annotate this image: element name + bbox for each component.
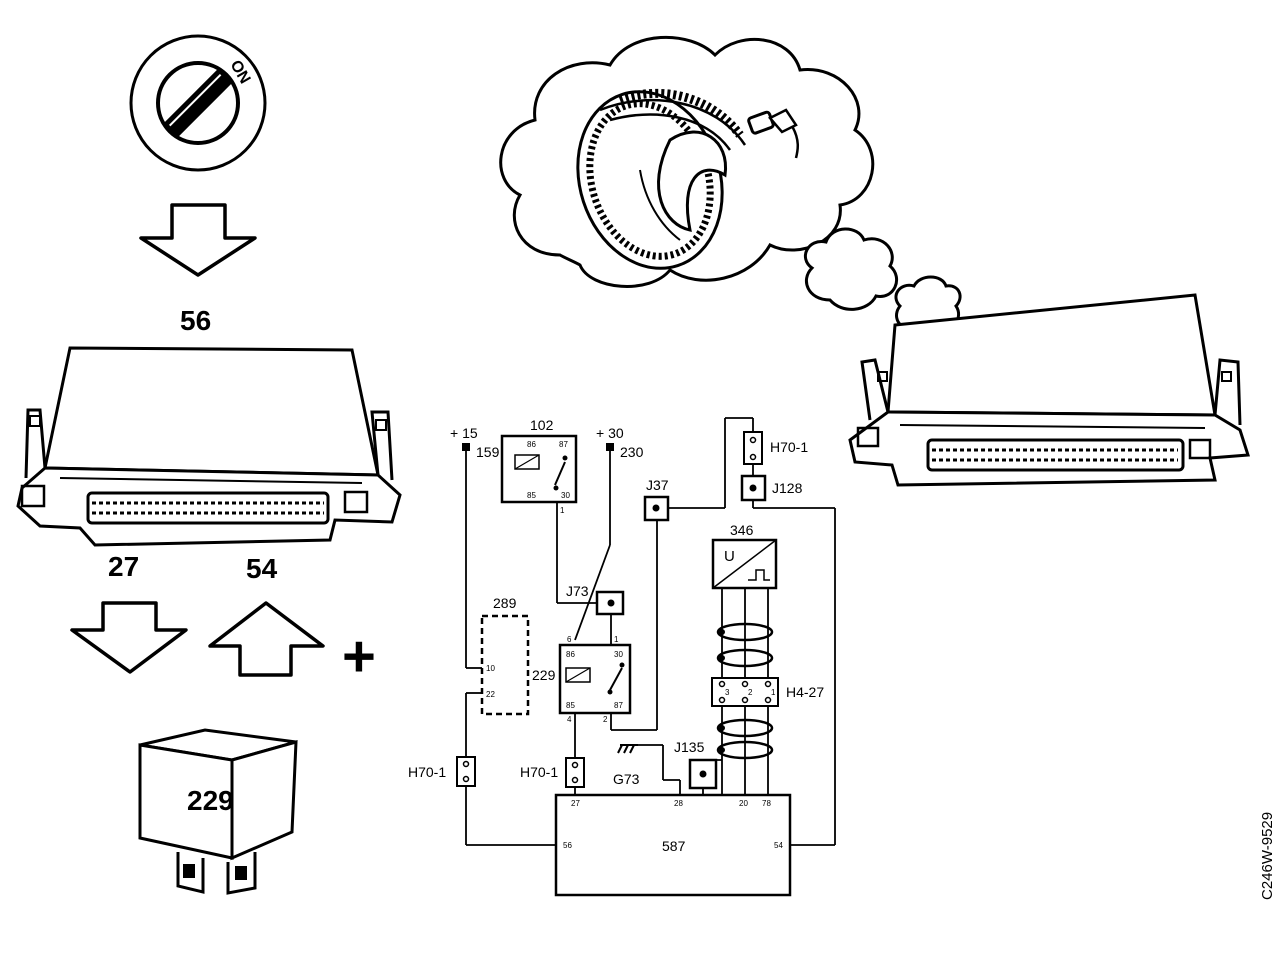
ecu-587-pin: 54 <box>774 841 783 850</box>
connector-h70-1-top <box>743 431 763 465</box>
junction-j73-label: J73 <box>566 583 589 599</box>
ecu-587-pin: 56 <box>563 841 572 850</box>
h4-pin: 1 <box>771 688 776 697</box>
module-289-pin: 22 <box>486 690 495 699</box>
relay-229-pin: 87 <box>614 701 623 710</box>
supply-30-wire: 230 <box>620 444 644 460</box>
shield-loops <box>716 622 774 760</box>
figure-code-label: C246W-9529 <box>1259 812 1276 900</box>
output-pin-54-label: 54 <box>246 553 278 584</box>
terminal-15 <box>462 443 470 451</box>
relay-229-label: 229 <box>532 667 556 683</box>
thought-cloud <box>499 35 962 338</box>
output-pin-27-label: 27 <box>108 551 139 582</box>
up-arrow-icon <box>208 601 325 677</box>
connector-h70-1-label: H70-1 <box>770 439 808 455</box>
connector-h70-1-label: H70-1 <box>408 764 446 780</box>
ecu-587-pin: 78 <box>762 799 771 808</box>
h4-pin: 3 <box>725 688 730 697</box>
relay-229 <box>558 643 632 715</box>
relay-229-pin: 86 <box>566 650 575 659</box>
module-289 <box>480 614 530 716</box>
connector-h4-27 <box>711 677 779 707</box>
relay-229-wire: 2 <box>603 715 608 724</box>
relay-229-wire: 4 <box>567 715 572 724</box>
ecu-587-pin: 20 <box>739 799 748 808</box>
sensor-346-label: 346 <box>730 522 754 538</box>
relay-229-wire: 6 <box>567 635 572 644</box>
ground-g73-label: G73 <box>613 771 640 787</box>
connector-h70-1-mid <box>565 757 585 788</box>
relay-229-pin: 30 <box>614 650 623 659</box>
junction-j128-label: J128 <box>772 480 803 496</box>
plus-symbol: + <box>342 624 376 689</box>
relay-102-pin: 85 <box>527 491 536 500</box>
ecu-587-pin: 27 <box>571 799 580 808</box>
ground-icon <box>617 744 638 754</box>
supply-15-label: + 15 <box>450 425 478 441</box>
relay-229-pin: 85 <box>566 701 575 710</box>
junction-j135-label: J135 <box>674 739 705 755</box>
ecu-module-right <box>848 293 1251 487</box>
junction-j37-label: J37 <box>646 477 669 493</box>
down-arrow-icon <box>70 601 188 674</box>
sensor-346 <box>711 538 778 590</box>
ecu-587 <box>554 793 792 897</box>
relay-229-icon <box>138 728 298 895</box>
ecu-587-pin: 28 <box>674 799 683 808</box>
ignition-switch-icon <box>129 34 267 172</box>
connector-h4-27-label: H4-27 <box>786 684 824 700</box>
h4-pin: 2 <box>748 688 753 697</box>
module-289-pin: 10 <box>486 664 495 673</box>
sensor-346-symbol: U <box>724 548 735 565</box>
relay-102 <box>500 434 578 504</box>
relay-102-wire: 1 <box>560 506 565 515</box>
ecu-587-label: 587 <box>662 838 686 854</box>
connector-h70-1-left <box>456 756 476 787</box>
ecu-module-left <box>16 346 402 547</box>
relay-102-pin: 87 <box>559 440 568 449</box>
supply-15-wire: 159 <box>476 444 500 460</box>
relay-number-label: 229 <box>187 785 234 816</box>
connector-h70-1-label: H70-1 <box>520 764 558 780</box>
relay-102-label: 102 <box>530 417 554 433</box>
ecu-number-label: 56 <box>180 305 211 336</box>
supply-30-label: + 30 <box>596 425 624 441</box>
relay-102-pin: 86 <box>527 440 536 449</box>
module-289-label: 289 <box>493 595 517 611</box>
relay-102-pin: 30 <box>561 491 570 500</box>
relay-229-wire: 1 <box>614 635 619 644</box>
down-arrow-icon <box>139 203 257 277</box>
terminal-30 <box>606 443 614 451</box>
crank-wheel-icon <box>576 89 799 270</box>
